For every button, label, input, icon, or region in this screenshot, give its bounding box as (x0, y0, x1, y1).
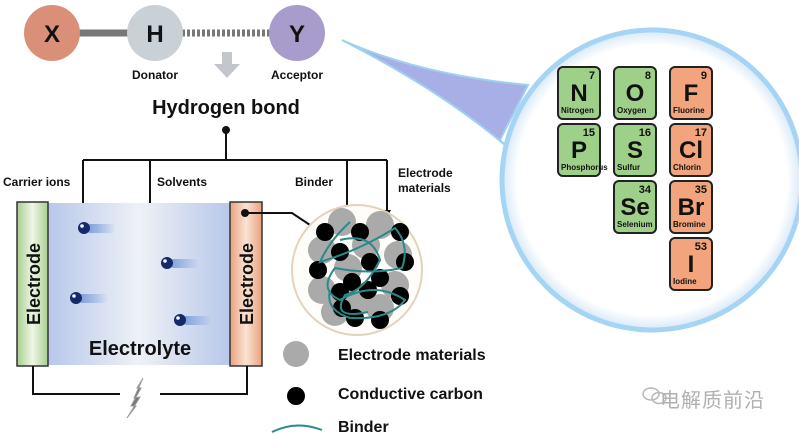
element-number: 8 (644, 70, 651, 82)
left-electrode (16, 201, 49, 367)
element-number: 9 (700, 70, 707, 82)
element-symbol: I (687, 251, 695, 278)
element-name: Sulfur (617, 163, 641, 172)
element-symbol: F (683, 80, 699, 107)
conductive-carbon-particle (396, 253, 414, 271)
element-name: Oxygen (617, 106, 647, 115)
element-name: Phosphorus (561, 163, 608, 172)
conductive-carbon-particle (316, 223, 334, 241)
conductive-carbon-particle (361, 253, 379, 271)
legend-gray-circle-icon (283, 341, 309, 367)
acceptor-label: Acceptor (271, 68, 323, 82)
carrier-ions-label: Carrier ions (3, 175, 71, 189)
electrode-materials-label-line1: Electrode (398, 166, 453, 180)
down-arrow-icon (214, 52, 240, 78)
element-symbol: O (625, 80, 645, 107)
conductive-carbon-particle (309, 261, 327, 279)
conductive-carbon-particle (391, 223, 409, 241)
element-name: Nitrogen (561, 106, 594, 115)
conductive-carbon-particle (331, 283, 349, 301)
electrode-material-particle (328, 208, 356, 236)
carrier-ion (174, 314, 212, 326)
carrier-ion (78, 222, 116, 234)
electrode-material-particle (308, 236, 336, 264)
watermark-text: 电解质前沿 (660, 388, 765, 412)
legend-black-circle-icon (287, 387, 305, 405)
electrolyte-label: Electrolyte (89, 338, 191, 360)
right-electrode (229, 201, 263, 367)
binder-network (318, 221, 407, 320)
element-number: 15 (582, 127, 595, 139)
element-symbol: P (570, 137, 587, 164)
element-symbol: Se (620, 194, 650, 221)
donator-label: Donator (132, 68, 178, 82)
electrolyte-region (48, 203, 230, 365)
atom-y-label: Y (289, 21, 305, 48)
element-symbol: S (626, 137, 643, 164)
atom-x: X (24, 5, 80, 61)
conductive-carbon-particle (371, 311, 389, 329)
element-name: Iodine (673, 277, 697, 286)
element-symbol: N (570, 80, 588, 107)
carrier-ion (70, 292, 108, 304)
element-number: 16 (638, 127, 651, 139)
lightning-icon (126, 377, 144, 419)
atom-h-label: H (146, 21, 163, 48)
right-electrode-label: Electrode (237, 243, 257, 325)
element-number: 53 (694, 241, 707, 253)
external-circuit (32, 366, 248, 395)
legend-binder: Binder (338, 419, 389, 434)
element-symbol: Br (677, 194, 705, 221)
element-symbol: Cl (679, 137, 703, 164)
atom-h: H (127, 5, 183, 61)
wechat-icon (642, 387, 667, 405)
magnifier-funnel (341, 39, 530, 146)
solvents-label: Solvents (157, 175, 207, 189)
conductive-carbon-particle (351, 223, 369, 241)
electrode-materials-label-line2: materials (398, 181, 451, 195)
electrode-zoom-line (245, 212, 311, 226)
atom-x-label: X (44, 21, 60, 48)
conductive-carbon-particle (343, 273, 361, 291)
hydrogen-bond-title: Hydrogen bond (152, 97, 300, 119)
legend-binder-line-icon (271, 424, 323, 433)
element-name: Fluorine (673, 106, 705, 115)
conductive-carbon-particle (371, 269, 389, 287)
atom-y: Y (269, 5, 325, 61)
element-name: Bromine (673, 220, 706, 229)
element-number: 17 (694, 127, 707, 139)
element-number: 34 (638, 184, 651, 196)
element-number: 7 (588, 70, 595, 82)
legend-electrode-materials: Electrode materials (338, 347, 486, 364)
element-number: 35 (694, 184, 707, 196)
legend-conductive-carbon: Conductive carbon (338, 386, 483, 403)
left-electrode-label: Electrode (24, 243, 44, 325)
carrier-ion (161, 257, 199, 269)
element-name: Chlorin (673, 163, 701, 172)
element-name: Selenium (617, 220, 653, 229)
binder-branch-label: Binder (295, 175, 333, 189)
